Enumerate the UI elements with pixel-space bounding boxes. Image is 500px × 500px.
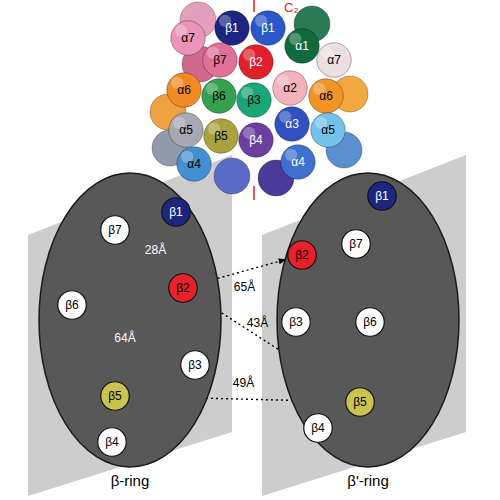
subunit-label: β2	[249, 56, 263, 68]
subunit-label: β7	[213, 54, 227, 66]
subunit-label: α4	[291, 156, 305, 168]
subunit-label: α1	[295, 40, 309, 52]
subunit-sphere: β7	[202, 42, 238, 78]
subunit-circle: β4	[303, 413, 333, 443]
subunit-sphere: α1	[284, 28, 320, 64]
subunit-label: β4	[311, 422, 325, 434]
subunit-label: β1	[375, 190, 389, 202]
subunit-sphere: α4	[280, 144, 316, 180]
subunit-sphere: β5	[203, 118, 239, 154]
subunit-label: α7	[181, 32, 195, 44]
subunit-label: β4	[249, 134, 263, 146]
ring-ellipse: β-ring β1 β7 β2 β6 β3 β5 β4	[38, 172, 222, 494]
subunit-circle: β1	[161, 197, 191, 227]
subunit-circle: β2	[168, 273, 198, 303]
subunit-label: β1	[261, 22, 275, 34]
c2-axis-top	[253, 0, 255, 12]
subunit-label: β4	[105, 436, 119, 448]
subunit-circle: β7	[341, 229, 371, 259]
ring-name: β'-ring	[276, 472, 460, 489]
distance-label: 65Å	[234, 281, 255, 293]
subunit-label: β3	[188, 359, 202, 371]
subunit-sphere: β1	[214, 10, 250, 46]
subunit-circle: β2	[287, 240, 317, 270]
subunit-circle: β6	[57, 290, 87, 320]
subunit-circle: β4	[97, 427, 127, 457]
subunit-circle: β5	[345, 387, 375, 417]
subunit-label: β7	[108, 224, 122, 236]
subunit-label: β2	[176, 282, 190, 294]
subunit-circle: β3	[281, 307, 311, 337]
subunit-sphere: β2	[238, 44, 274, 80]
subunit-label: α6	[177, 84, 191, 96]
subunit-sphere: β1	[250, 10, 286, 46]
subunit-sphere: β3	[236, 82, 272, 118]
subunit-sphere: α3	[274, 106, 310, 142]
background-spheres	[150, 2, 368, 196]
subunit-label: β3	[247, 94, 261, 106]
subunit-label: β6	[65, 299, 79, 311]
subunit-circle: β1	[367, 181, 397, 211]
subunit-label: α3	[285, 118, 299, 130]
beta-ring-plane	[28, 155, 232, 496]
subunit-label: β6	[212, 90, 226, 102]
subunit-label: β6	[363, 316, 377, 328]
subunit-label: β5	[108, 390, 122, 402]
subunit-label: α6	[319, 90, 333, 102]
subunit-label: β7	[349, 238, 363, 250]
subunit-circle: β3	[180, 350, 210, 380]
ring-name: β-ring	[38, 472, 222, 489]
subunit-label: β5	[214, 130, 228, 142]
subunit-sphere: α6	[166, 72, 202, 108]
axis-label: C₂	[284, 1, 298, 14]
subunit-label: β3	[289, 316, 303, 328]
subunit-label: α4	[187, 158, 201, 170]
subunit-label: β2	[295, 249, 309, 261]
subunit-sphere: α2	[272, 70, 308, 106]
ring-ellipse-outline	[38, 172, 222, 468]
subunit-label: α7	[327, 54, 341, 66]
beta-prime-ring-plane	[262, 155, 466, 496]
subunit-label: β5	[353, 396, 367, 408]
subunit-sphere: β6	[201, 78, 237, 114]
subunit-sphere: α7	[170, 20, 206, 56]
subunit-sphere: α5	[310, 112, 346, 148]
subunit-sphere: α4	[176, 146, 212, 182]
subunit-label: α2	[283, 82, 297, 94]
subunit-label: α5	[321, 124, 335, 136]
subunit-label: β1	[225, 22, 239, 34]
distance-label: 43Å	[247, 317, 268, 329]
subunit-label: α5	[179, 124, 193, 136]
subunit-sphere: α7	[316, 42, 352, 78]
subunit-label: β1	[169, 206, 183, 218]
ring-ellipse: β'-ring β1 β2 β7 β3 β6 β5 β4	[276, 172, 460, 494]
subunit-sphere: α5	[168, 112, 204, 148]
c2-axis-bottom	[253, 186, 255, 200]
subunit-sphere: β4	[238, 122, 274, 158]
subunit-circle: β7	[100, 215, 130, 245]
subunit-circle: β5	[100, 381, 130, 411]
subunit-circle: β6	[355, 307, 385, 337]
subunit-sphere: α6	[308, 78, 344, 114]
distance-label: 49Å	[233, 377, 254, 389]
